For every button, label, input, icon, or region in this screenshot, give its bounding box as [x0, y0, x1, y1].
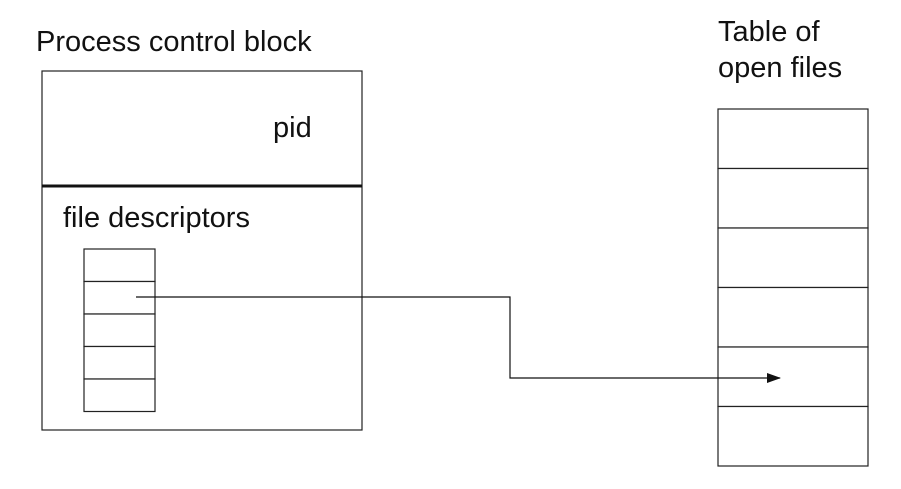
- file-descriptor-array: [83, 248, 156, 413]
- file-descriptor-slot-2: [83, 280, 156, 315]
- open-file-entry-1: [717, 108, 869, 170]
- file-descriptor-slot-1: [83, 248, 156, 283]
- open-file-entry-2: [717, 167, 869, 229]
- open-file-entry-6: [717, 405, 869, 467]
- open-file-entry-3: [717, 227, 869, 289]
- descriptor-pointer-arrow: [136, 296, 781, 383]
- file-descriptor-slot-4: [83, 345, 156, 380]
- pcb-title: Process control block: [36, 26, 312, 58]
- open-files-title-line-1: Table of: [718, 16, 820, 48]
- file-descriptor-slot-3: [83, 313, 156, 348]
- open-file-entry-4: [717, 286, 869, 348]
- open-files-table-title: Table of open files: [718, 14, 842, 86]
- open-files-title-line-2: open files: [718, 52, 843, 84]
- open-files-table: [717, 108, 869, 467]
- pid-label: pid: [273, 112, 312, 144]
- process-control-block-box: [41, 70, 363, 431]
- file-descriptors-label: file descriptors: [63, 202, 250, 234]
- open-file-entry-5: [717, 346, 869, 408]
- file-descriptor-slot-5: [83, 378, 156, 413]
